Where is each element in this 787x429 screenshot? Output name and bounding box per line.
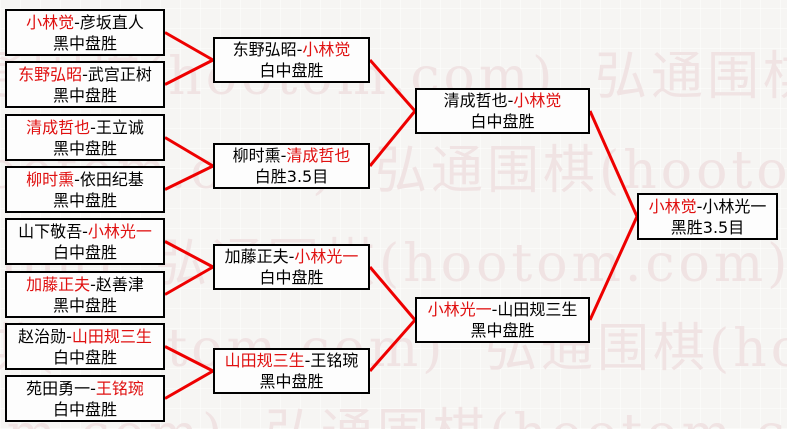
connector-line [164, 369, 214, 400]
match-result: 白中盘胜 [259, 61, 324, 80]
connector-line [368, 59, 417, 112]
winner-player-name: 小林光一 [427, 300, 492, 319]
match-result: 黑中盘胜 [259, 372, 324, 391]
match-players-line: 东野弘昭-武宫正树 [18, 64, 152, 85]
match-box-first-round-7: 赵治勋-山田规三生白中盘胜 [5, 323, 165, 370]
match-players-line: 小林觉-彦坂直人 [26, 12, 144, 33]
winner-player-name: 清成哲也 [286, 146, 351, 165]
player-name: -王立诚 [90, 117, 144, 137]
winner-player-name: 小林觉 [302, 40, 351, 59]
match-result: 黑胜3.5目 [670, 217, 745, 237]
connector-line [368, 110, 417, 167]
match-result: 黑中盘胜 [52, 295, 117, 315]
winner-player-name: 小林觉 [26, 12, 75, 32]
match-box-first-round-8: 苑田勇一-王铭琬白中盘胜 [5, 375, 165, 422]
connector-line [164, 136, 214, 168]
player-name: 加藤正夫- [224, 247, 295, 266]
match-box-semifinal-1: 清成哲也-小林觉白中盘胜 [415, 88, 590, 134]
player-name: -山田规三生 [491, 300, 578, 319]
winner-player-name: 小林觉 [648, 196, 697, 216]
match-result: 黑中盘胜 [470, 321, 535, 340]
winner-player-name: 加藤正夫 [26, 274, 91, 294]
match-players-line: 清成哲也-小林觉 [444, 90, 562, 111]
match-box-second-round-2: 柳时熏-清成哲也白胜3.5目 [213, 143, 370, 189]
winner-player-name: 山田规三生 [224, 351, 305, 370]
match-players-line: 东野弘昭-小林觉 [233, 39, 351, 60]
match-players-line: 加藤正夫-小林光一 [225, 246, 359, 267]
match-players-line: 柳时熏-依田纪基 [26, 169, 144, 190]
match-box-second-round-4: 山田规三生-王铭琬黑中盘胜 [213, 348, 370, 394]
match-players-line: 山田规三生-王铭琬 [225, 350, 359, 371]
match-result: 白中盘胜 [470, 112, 535, 131]
match-players-line: 小林光一-山田规三生 [428, 299, 578, 320]
match-box-first-round-5: 山下敬吾-小林光一白中盘胜 [5, 218, 165, 265]
connector-line [368, 266, 417, 321]
connector-line [164, 31, 214, 62]
winner-player-name: 小林光一 [294, 247, 359, 266]
connector-line [164, 58, 214, 86]
player-name: 柳时熏- [232, 146, 287, 165]
match-box-first-round-2: 东野弘昭-武宫正树黑中盘胜 [5, 61, 165, 108]
match-players-line: 加藤正夫-赵善津 [26, 274, 144, 295]
match-result: 黑中盘胜 [52, 33, 117, 53]
match-result: 黑中盘胜 [52, 85, 117, 105]
match-result: 白中盘胜 [52, 347, 117, 367]
player-name: -王铭琬 [304, 351, 359, 370]
match-players-line: 柳时熏-清成哲也 [233, 145, 351, 166]
match-box-second-round-3: 加藤正夫-小林光一白中盘胜 [213, 244, 370, 290]
player-name: -小林光一 [696, 196, 767, 216]
winner-player-name: 清成哲也 [26, 117, 91, 137]
match-result: 黑中盘胜 [52, 190, 117, 210]
player-name: -武宫正树 [82, 64, 152, 84]
player-name: 苑田勇一- [26, 378, 96, 398]
player-name: 东野弘昭- [232, 40, 303, 59]
winner-player-name: 山田规三生 [71, 326, 152, 346]
match-box-first-round-4: 柳时熏-依田纪基黑中盘胜 [5, 166, 165, 213]
match-box-semifinal-2: 小林光一-山田规三生黑中盘胜 [415, 297, 590, 343]
match-box-final-1: 小林觉-小林光一黑胜3.5目 [637, 193, 778, 240]
match-box-first-round-6: 加藤正夫-赵善津黑中盘胜 [5, 271, 165, 318]
connector-line [164, 345, 214, 373]
match-box-first-round-1: 小林觉-彦坂直人黑中盘胜 [5, 9, 165, 56]
match-players-line: 山下敬吾-小林光一 [18, 221, 152, 242]
connector-line [164, 164, 214, 191]
match-box-first-round-3: 清成哲也-王立诚黑中盘胜 [5, 114, 165, 161]
player-name: -依田纪基 [74, 169, 144, 189]
winner-player-name: 柳时熏 [26, 169, 75, 189]
match-result: 白胜3.5目 [254, 167, 329, 186]
player-name: -赵善津 [90, 274, 144, 294]
connector-line [588, 110, 639, 218]
connector-line [588, 215, 639, 321]
match-box-second-round-1: 东野弘昭-小林觉白中盘胜 [213, 37, 370, 83]
winner-player-name: 东野弘昭 [18, 64, 83, 84]
connector-line [368, 319, 417, 372]
match-players-line: 清成哲也-王立诚 [26, 117, 144, 138]
match-players-line: 小林觉-小林光一 [649, 196, 767, 217]
connector-line [164, 265, 214, 296]
connector-line [164, 240, 214, 269]
player-name: 赵治勋- [18, 326, 72, 346]
player-name: 山下敬吾- [18, 221, 88, 241]
player-name: -彦坂直人 [74, 12, 144, 32]
match-result: 白中盘胜 [52, 242, 117, 262]
winner-player-name: 小林觉 [513, 91, 562, 110]
match-players-line: 赵治勋-山田规三生 [18, 326, 152, 347]
player-name: 清成哲也- [443, 91, 514, 110]
winner-player-name: 小林光一 [87, 221, 152, 241]
match-result: 白中盘胜 [259, 268, 324, 287]
winner-player-name: 王铭琬 [95, 378, 144, 398]
match-players-line: 苑田勇一-王铭琬 [26, 378, 144, 399]
match-result: 白中盘胜 [52, 399, 117, 419]
match-result: 黑中盘胜 [52, 138, 117, 158]
